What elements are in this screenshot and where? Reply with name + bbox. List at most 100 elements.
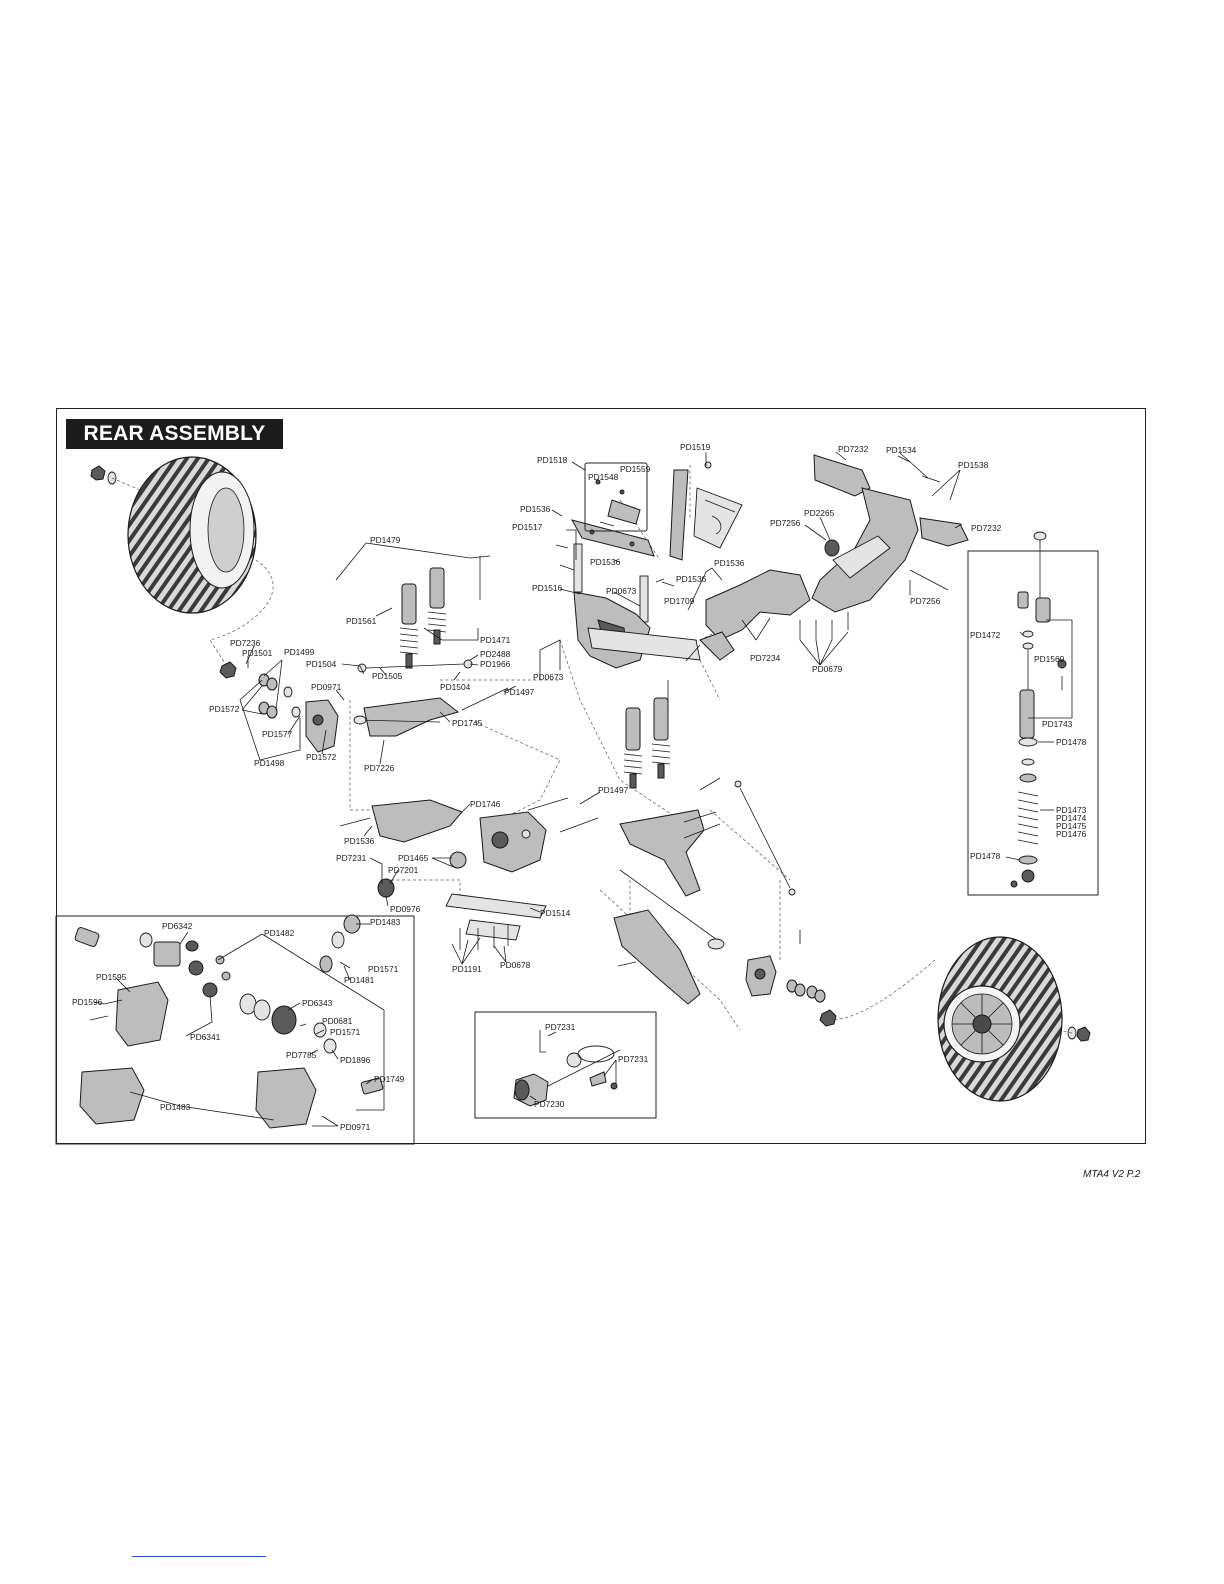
label-pd1476: PD1476 bbox=[1056, 829, 1087, 839]
label-pd1548: PD1548 bbox=[588, 472, 619, 482]
right-hub-carrier bbox=[745, 955, 777, 997]
label-pd7231-inset-right: PD7231 bbox=[618, 1054, 649, 1064]
lower-arm-right bbox=[613, 909, 701, 1005]
label-pd1561: PD1561 bbox=[346, 616, 377, 626]
diff-guard-plate bbox=[587, 627, 701, 661]
rear-right-wheel-nut bbox=[1067, 1026, 1091, 1042]
label-pd7230: PD7230 bbox=[534, 1099, 565, 1109]
label-pd0976: PD0976 bbox=[390, 904, 421, 914]
label-pd6341: PD6341 bbox=[190, 1032, 221, 1042]
label-pd1516: PD1516 bbox=[532, 583, 563, 593]
label-pd1896: PD1896 bbox=[340, 1055, 371, 1065]
label-pd1501: PD1501 bbox=[242, 648, 273, 658]
label-pd1478-top: PD1478 bbox=[1056, 737, 1087, 747]
gearbox-housing bbox=[479, 811, 547, 873]
rear-left-wheel-nut bbox=[90, 465, 117, 485]
label-pd1517: PD1517 bbox=[512, 522, 543, 532]
label-pd1499: PD1499 bbox=[284, 647, 315, 657]
label-pd1572-b: PD1572 bbox=[306, 752, 337, 762]
label-pd1472: PD1472 bbox=[970, 630, 1001, 640]
shock-tower bbox=[570, 519, 655, 623]
label-pd1536-e: PD1536 bbox=[344, 836, 375, 846]
rear-right-wheel bbox=[937, 936, 1063, 1102]
label-pd1571-b: PD1571 bbox=[330, 1027, 361, 1037]
label-pd1571-a: PD1571 bbox=[368, 964, 399, 974]
label-pd7256-bottom: PD7256 bbox=[910, 596, 941, 606]
rear-brace bbox=[699, 569, 811, 661]
left-hub-bearings bbox=[219, 661, 301, 719]
top-plate-detail bbox=[584, 462, 648, 532]
label-pd1498: PD1498 bbox=[254, 758, 285, 768]
label-pd0673-a: PD0673 bbox=[606, 586, 637, 596]
label-pd1514: PD1514 bbox=[540, 908, 571, 918]
label-pd1596: PD1596 bbox=[72, 997, 103, 1007]
label-pd1474: PD1474 bbox=[1056, 813, 1087, 823]
label-pd1536-b: PD1536 bbox=[590, 557, 621, 567]
label-pd7232-right: PD7232 bbox=[971, 523, 1002, 533]
section-title: REAR ASSEMBLY bbox=[66, 419, 283, 449]
label-pd1536-d: PD1536 bbox=[714, 558, 745, 568]
label-pd1478-bottom: PD1478 bbox=[970, 851, 1001, 861]
label-pd0673-b: PD0673 bbox=[533, 672, 564, 682]
label-pd1559: PD1559 bbox=[620, 464, 651, 474]
label-pd1538: PD1538 bbox=[958, 460, 989, 470]
label-pd7231-a: PD7231 bbox=[336, 853, 367, 863]
page-footer: MTA4 V2 P.2 bbox=[1083, 1169, 1141, 1180]
label-pd1572-a: PD1572 bbox=[209, 704, 240, 714]
label-pd7201: PD7201 bbox=[388, 865, 419, 875]
label-pd1479: PD1479 bbox=[370, 535, 401, 545]
upper-arm-right bbox=[619, 809, 705, 897]
label-pd6342: PD6342 bbox=[162, 921, 193, 931]
label-pd1504-b: PD1504 bbox=[440, 682, 471, 692]
bottom-link-underline bbox=[132, 1556, 266, 1557]
label-pd1534: PD1534 bbox=[886, 445, 917, 455]
label-pd7234: PD7234 bbox=[750, 653, 781, 663]
label-pd1709: PD1709 bbox=[664, 596, 695, 606]
label-pd1595: PD1595 bbox=[96, 972, 127, 982]
part-labels: PD1519 PD1518 PD1548 PD1559 PD7232 PD153… bbox=[72, 442, 1087, 1132]
body-mount-post bbox=[669, 461, 743, 561]
label-pd1481: PD1481 bbox=[344, 975, 375, 985]
rear-left-wheel bbox=[127, 456, 257, 614]
driveshaft-detail-parts bbox=[513, 1030, 621, 1107]
label-pd0971-a: PD0971 bbox=[311, 682, 342, 692]
shock-detail-box bbox=[967, 550, 1099, 896]
shock-detail-parts bbox=[1010, 531, 1067, 888]
label-pd1471: PD1471 bbox=[480, 635, 511, 645]
right-hub-bearings bbox=[786, 979, 837, 1027]
label-pd6343: PD6343 bbox=[302, 998, 333, 1008]
skid-plate bbox=[445, 893, 547, 941]
label-pd1749: PD1749 bbox=[374, 1074, 405, 1084]
label-pd1482: PD1482 bbox=[264, 928, 295, 938]
label-pd1475: PD1475 bbox=[1056, 821, 1087, 831]
label-pd1483-top: PD1483 bbox=[370, 917, 401, 927]
label-pd1536-a: PD1536 bbox=[520, 504, 551, 514]
label-pd0679: PD0679 bbox=[812, 664, 843, 674]
diff-detail-parts bbox=[74, 914, 384, 1129]
label-pd7232-top: PD7232 bbox=[838, 444, 869, 454]
label-pd1191: PD1191 bbox=[452, 964, 482, 974]
toe-link bbox=[734, 780, 796, 896]
assembly-frame bbox=[56, 408, 1146, 1144]
label-pd1966: PD1966 bbox=[480, 659, 511, 669]
lower-arm-left bbox=[371, 799, 463, 843]
label-pd0678: PD0678 bbox=[500, 960, 531, 970]
label-pd2488: PD2488 bbox=[480, 649, 511, 659]
rear-shock-lower-right bbox=[651, 697, 671, 779]
driveshaft-detail-box bbox=[474, 1011, 657, 1119]
rear-bumper bbox=[811, 454, 969, 613]
label-pd1519: PD1519 bbox=[680, 442, 711, 452]
label-pd7226: PD7226 bbox=[364, 763, 395, 773]
differential-detail-box bbox=[55, 915, 415, 1145]
label-pd1473: PD1473 bbox=[1056, 805, 1087, 815]
left-hub-carrier bbox=[305, 699, 339, 753]
rear-shock-lower-left bbox=[623, 707, 643, 789]
driveshaft-right bbox=[619, 869, 725, 950]
bulkhead bbox=[573, 591, 651, 669]
rear-shock-left bbox=[399, 583, 419, 669]
label-pd0971-b: PD0971 bbox=[340, 1122, 371, 1132]
label-pd1505: PD1505 bbox=[372, 671, 403, 681]
label-pd1577: PD1577 bbox=[262, 729, 293, 739]
label-pd7256-top: PD7256 bbox=[770, 518, 801, 528]
